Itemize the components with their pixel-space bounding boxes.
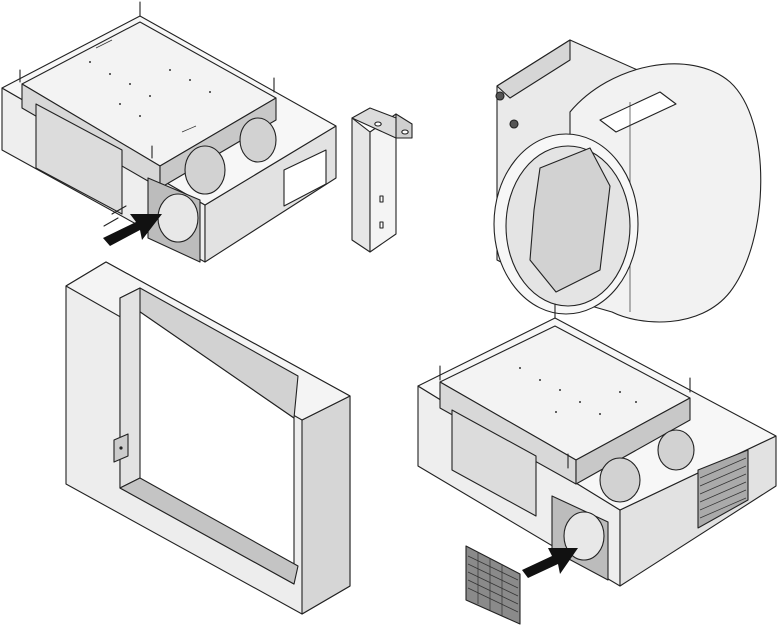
assembled-rivets	[519, 367, 637, 415]
bracket-hole	[374, 121, 382, 127]
frame-inner-bottom	[119, 477, 299, 585]
installation-frame	[65, 261, 351, 615]
fan-spigot-rear	[239, 117, 277, 163]
arrow-right-icon	[103, 214, 162, 246]
assembled-posts	[439, 303, 691, 469]
fan-spigot-front	[157, 193, 199, 243]
plate-bolt	[495, 91, 505, 101]
arrow-right-icon	[522, 548, 578, 578]
plate-slot	[181, 125, 197, 133]
spigot-label-plate	[599, 91, 677, 133]
intake-grille	[465, 545, 521, 625]
bracket-hole	[401, 129, 409, 135]
corner-posts	[19, 1, 275, 159]
unit-assembled-bottom-right	[417, 303, 777, 587]
bracket-slot	[379, 221, 384, 229]
plate-bolt	[509, 119, 519, 129]
assembled-fan-mid	[599, 457, 641, 503]
assembled-plate-front	[575, 397, 691, 485]
spigot-plate-edge	[496, 39, 571, 99]
housing-side-window	[283, 149, 327, 207]
assembled-fan-rear	[657, 429, 695, 471]
side-grille-slats	[699, 457, 747, 519]
mounting-bracket	[351, 107, 413, 253]
side-grille	[697, 449, 749, 529]
bracket-slot	[379, 195, 384, 203]
spigot-interior-vanes	[529, 147, 611, 293]
bracket-side	[351, 117, 371, 253]
duct-spigot	[493, 39, 762, 323]
grille-mesh	[467, 552, 519, 616]
tab-hole	[119, 446, 123, 450]
fan-spigot-mid	[184, 145, 226, 195]
housing-panel-left	[35, 103, 123, 215]
mounting-screws	[103, 205, 127, 227]
plate-rivets	[89, 61, 211, 117]
plate-slot	[95, 39, 113, 49]
frame-right-side	[301, 395, 351, 615]
assembled-panel-left	[451, 409, 537, 517]
unit-housing-top-left	[1, 1, 337, 263]
